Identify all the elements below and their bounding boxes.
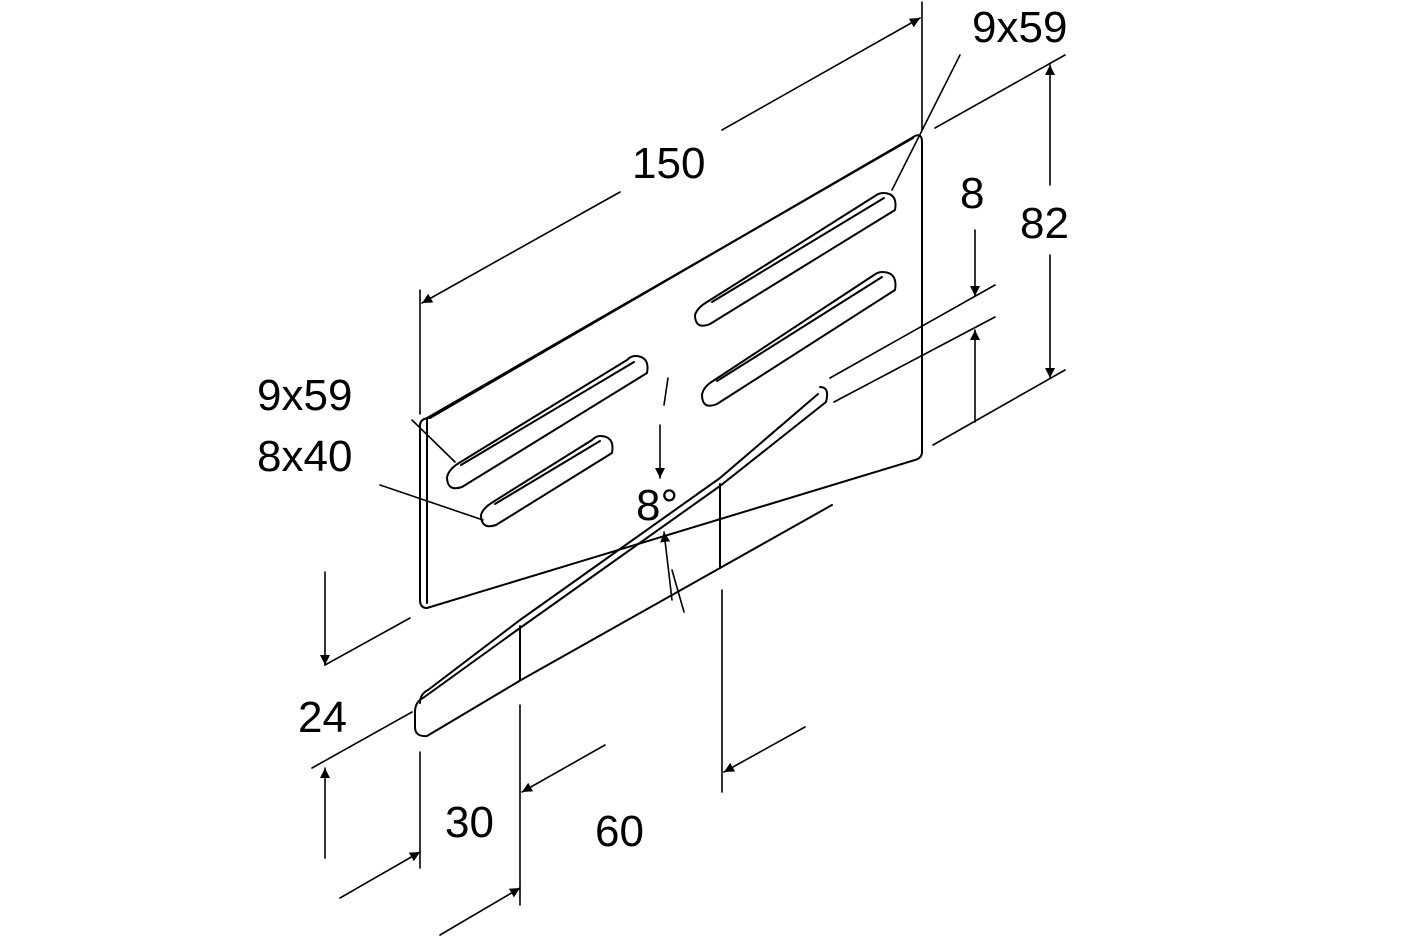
slot-top-right-lower bbox=[701, 271, 897, 407]
slot-left-lower bbox=[480, 435, 614, 528]
dim-tab-height-label: 24 bbox=[298, 693, 347, 742]
extension-lines bbox=[311, 1, 1066, 906]
dimension-lines bbox=[320, 17, 1055, 936]
plate-outline bbox=[419, 134, 923, 609]
dim-tab-offset-2-label: 60 bbox=[595, 807, 644, 856]
slot-top-right-upper bbox=[694, 192, 897, 327]
dim-length-total-label: 150 bbox=[632, 139, 705, 188]
dim-angle-label: 8° bbox=[636, 481, 678, 530]
dim-slot-left-lower-label: 8x40 bbox=[257, 432, 352, 481]
dim-tab-offset-1-label: 30 bbox=[445, 798, 494, 847]
slot-left-upper bbox=[446, 355, 649, 490]
tapered-tab bbox=[414, 386, 833, 738]
dim-tab-gap-label: 8 bbox=[960, 169, 984, 218]
dim-height-total-label: 82 bbox=[1020, 199, 1069, 248]
dim-slot-left-upper-label: 9x59 bbox=[257, 371, 352, 420]
dim-slot-top-right-label: 9x59 bbox=[972, 3, 1067, 52]
